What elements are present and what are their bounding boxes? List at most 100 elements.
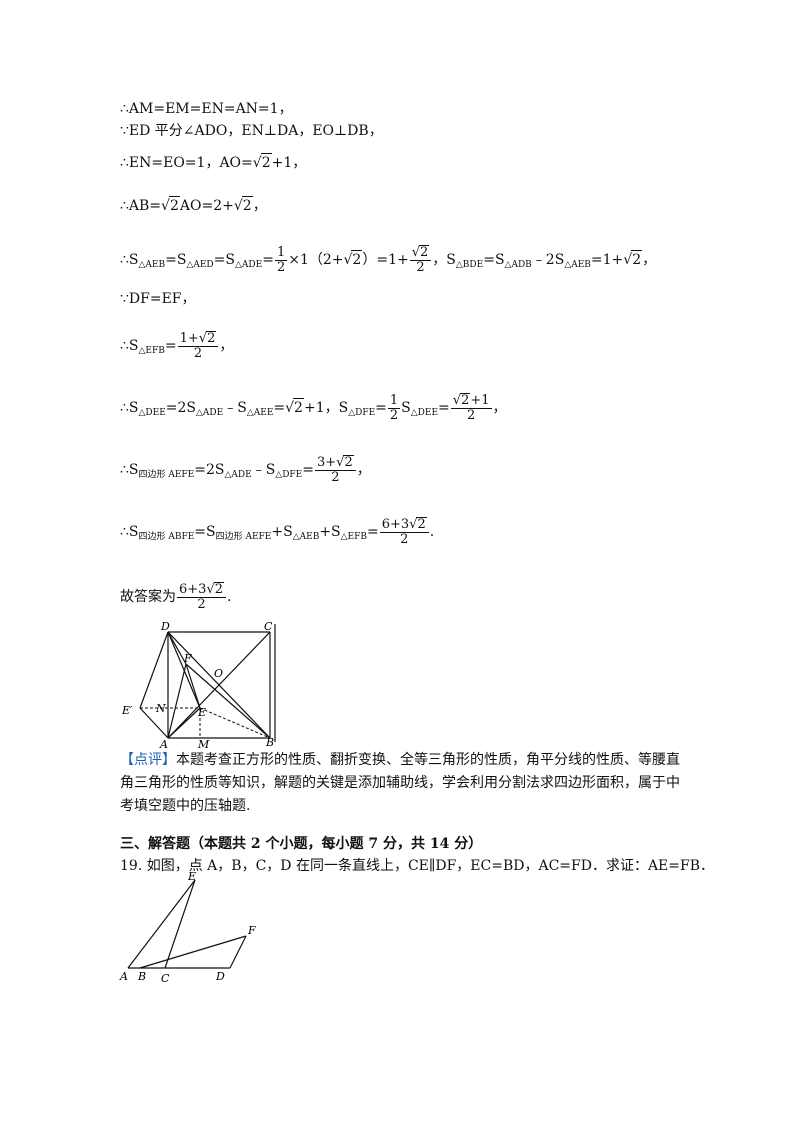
square-geometry-figure: D C F O E′ N E A M B bbox=[121, 620, 276, 750]
solution-text: ﹣S bbox=[251, 462, 276, 478]
solution-text: ∴S bbox=[120, 400, 139, 416]
dashed-eb bbox=[199, 707, 271, 739]
comment-tag: 【点评】 bbox=[120, 752, 176, 768]
solution-text: =2S bbox=[194, 462, 225, 478]
solution-text: =2S bbox=[165, 400, 197, 416]
solution-text: = bbox=[273, 400, 286, 416]
solution-text: ， bbox=[219, 338, 234, 354]
solution-text: AO=2+ bbox=[179, 198, 234, 214]
solution-text: ∴S bbox=[120, 252, 139, 268]
sqrt-expression: √2 bbox=[623, 250, 643, 268]
subscript: △DFE bbox=[348, 408, 376, 418]
solution-text: . bbox=[227, 589, 232, 605]
numerator: √2+1 bbox=[450, 393, 492, 409]
segment-fe bbox=[185, 663, 201, 709]
sqrt-expression: √2 bbox=[343, 250, 363, 268]
label-m: M bbox=[197, 738, 210, 750]
solution-text: =S bbox=[213, 252, 235, 268]
label-o: O bbox=[214, 667, 223, 680]
sqrt-expression: √2 bbox=[452, 393, 471, 408]
sqrt-expression: √2 bbox=[411, 245, 430, 260]
section-heading-text: 三、解答题（本题共 2 个小题，每小题 7 分，共 14 分） bbox=[120, 836, 483, 852]
solution-text: ∴AM=EM=EN=AN=1， bbox=[120, 101, 293, 117]
label-a: A bbox=[119, 970, 128, 983]
radicand: 2 bbox=[206, 331, 217, 346]
denominator: 2 bbox=[193, 346, 203, 361]
solution-text: ∵DF=EF， bbox=[120, 291, 196, 307]
denominator: 2 bbox=[416, 260, 425, 275]
segment-e-prime-d bbox=[139, 631, 169, 709]
radicand: 2 bbox=[241, 196, 253, 214]
numerator: 6+3√2 bbox=[177, 582, 227, 598]
label-a: A bbox=[159, 738, 168, 750]
solution-text: = bbox=[302, 462, 314, 478]
comment-text: 本题考查正方形的性质、翻折变换、全等三角形的性质，角平分线的性质、等腰直角三角形… bbox=[120, 752, 680, 814]
solution-text: ﹣2S bbox=[531, 252, 565, 268]
label-b: B bbox=[137, 970, 146, 983]
subscript: △BDE bbox=[455, 260, 484, 270]
solution-text: = bbox=[375, 400, 387, 416]
solution-text: +1，S bbox=[303, 400, 349, 416]
subscript: △AEB bbox=[138, 260, 166, 270]
radicand: 2 bbox=[260, 153, 272, 171]
subscript: △ADE bbox=[234, 260, 263, 270]
question-19: 19. 如图，点 A，B，C，D 在同一条直线上，CE∥DF，EC=BD，AC=… bbox=[120, 857, 714, 875]
sqrt-expression: √2 bbox=[336, 455, 354, 470]
solution-text: ∵ED 平分∠ADO，EN⊥DA，EO⊥DB， bbox=[120, 123, 383, 139]
radicand: 2 bbox=[213, 582, 225, 597]
subscript: △AEB bbox=[564, 260, 591, 270]
segment-df bbox=[167, 631, 187, 665]
sqrt-expression: √2 bbox=[161, 196, 180, 214]
solution-text: =S bbox=[483, 252, 505, 268]
sqrt-expression: √2 bbox=[409, 517, 427, 532]
solution-text: ×1（2+ bbox=[288, 252, 344, 268]
solution-line-1: ∴AM=EM=EN=AN=1， bbox=[120, 100, 293, 118]
answer-label: 故答案为 bbox=[120, 589, 176, 605]
segment-fd bbox=[229, 935, 247, 969]
solution-text: =1+ bbox=[590, 252, 624, 268]
label-d: D bbox=[160, 620, 170, 633]
denominator: 2 bbox=[389, 407, 399, 423]
solution-text: ， bbox=[642, 252, 657, 268]
denominator: 2 bbox=[331, 470, 340, 485]
solution-text: = bbox=[164, 338, 177, 354]
subscript: △ADE bbox=[224, 470, 252, 480]
solution-text: S bbox=[401, 400, 411, 416]
solution-text: ﹣S bbox=[223, 400, 247, 416]
solution-line-6: ∵DF=EF， bbox=[120, 290, 196, 308]
solution-text: ∴AB= bbox=[120, 198, 162, 214]
numerator: 6+3√2 bbox=[379, 517, 429, 533]
subscript: 四边形 ABFE bbox=[138, 532, 195, 542]
segment-ae bbox=[127, 879, 196, 969]
numerator: √2 bbox=[409, 245, 432, 261]
radicand: 2 bbox=[416, 517, 427, 532]
solution-text: =S bbox=[165, 252, 187, 268]
question-19-text: 19. 如图，点 A，B，C，D 在同一条直线上，CE∥DF，EC=BD，AC=… bbox=[120, 858, 715, 874]
solution-text: ）=1+ bbox=[362, 252, 409, 268]
segment-fb bbox=[185, 663, 271, 739]
solution-line-3: ∴EN=EO=1，AO=√2+1， bbox=[120, 153, 306, 172]
numerator: 3+√2 bbox=[314, 455, 356, 471]
subscript: △ADB bbox=[504, 260, 532, 270]
subscript: 四边形 AEFE bbox=[215, 532, 272, 542]
label-e-prime: E′ bbox=[121, 704, 133, 717]
numerator-text: 6+3 bbox=[179, 582, 207, 597]
solution-text: = bbox=[438, 400, 450, 416]
solution-text: ∴EN=EO=1，AO= bbox=[120, 155, 253, 171]
denominator: 2 bbox=[276, 259, 286, 275]
solution-text: . bbox=[429, 524, 435, 540]
sqrt-expression: √2 bbox=[233, 196, 253, 214]
subscript: △ADE bbox=[196, 408, 224, 418]
